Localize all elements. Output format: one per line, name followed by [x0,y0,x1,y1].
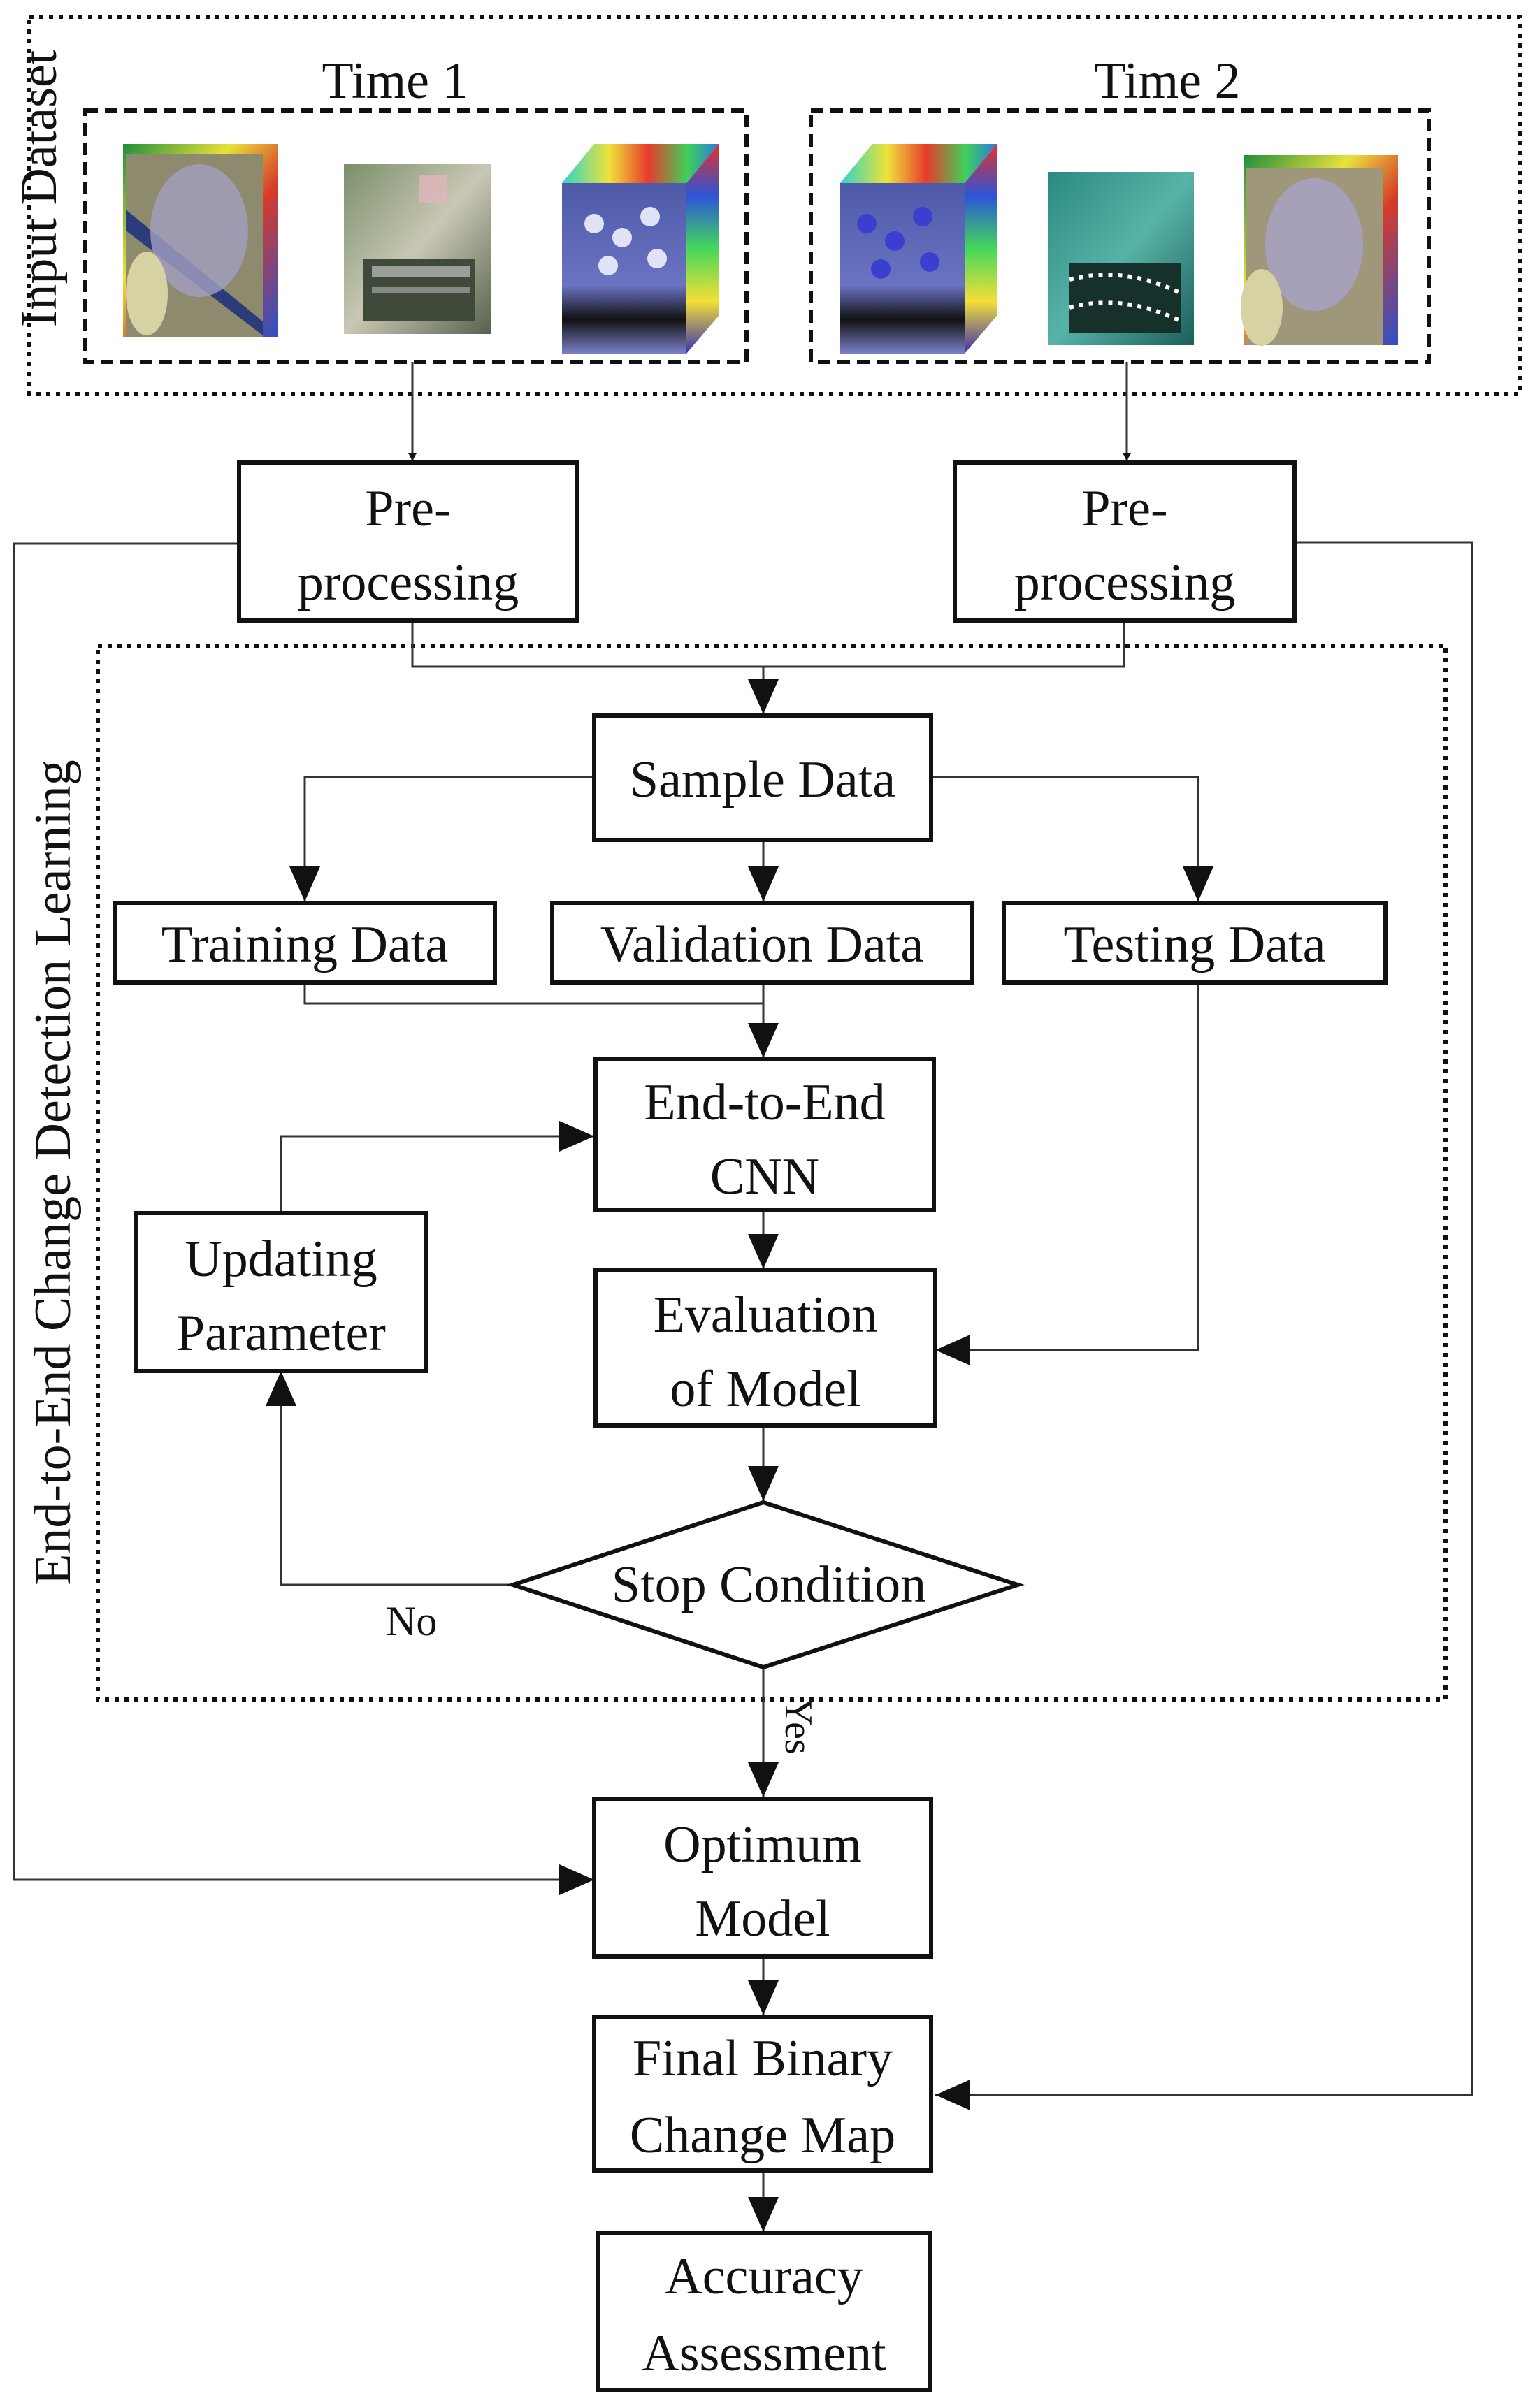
edge-pre1-merge [411,621,1125,668]
node-evaluation-of-model: Evaluation of Model [593,1268,937,1428]
edge-sample-training [289,776,594,901]
node-pre-processing-time1: Pre- processing [237,460,579,623]
svg-text:Evaluation: Evaluation [654,1286,878,1344]
node-final-binary-change-map: Final Binary Change Map [592,2015,933,2173]
node-sample-data: Sample Data [592,713,933,842]
time1-title: Time 1 [322,52,468,110]
input-dataset-group [27,15,1522,396]
svg-text:Sample Data: Sample Data [630,751,895,808]
learning-group [96,644,1448,1702]
time1-hyperspectral-cube [562,144,719,354]
time1-aerial-image [344,164,491,334]
svg-text:Stop Condition: Stop Condition [612,1556,926,1613]
node-testing-data: Testing Data [1002,901,1388,985]
svg-text:Pre-: Pre- [365,480,451,537]
edge-updating-cnn [280,1121,594,1212]
edge-training-cnn [303,982,763,1005]
svg-text:Optimum: Optimum [663,1816,862,1873]
time2-hyperspectral-cube [840,144,997,354]
svg-text:of Model: of Model [670,1361,860,1418]
svg-text:Parameter: Parameter [176,1305,386,1362]
svg-text:Testing Data: Testing Data [1064,916,1326,973]
svg-text:Accuracy: Accuracy [665,2248,863,2305]
time2-aerial-image [1048,172,1194,345]
svg-text:processing: processing [1014,554,1236,611]
input-dataset-label: Input Dataset [10,50,68,327]
svg-text:Validation Data: Validation Data [600,916,923,973]
node-pre-processing-time2: Pre- processing [953,460,1297,623]
edge-label-yes: Yes [777,1697,820,1754]
node-stop-condition: Stop Condition [506,1500,1025,1670]
svg-text:CNN: CNN [710,1148,819,1205]
edge-pre2-finalmap [935,541,1473,2110]
svg-text:Training Data: Training Data [161,916,448,973]
time2-frame [809,108,1431,364]
svg-text:Pre-: Pre- [1081,480,1167,537]
time1-multispectral-image [123,144,278,337]
edge-testing-evaluation [935,982,1199,1365]
time1-frame [83,108,749,364]
node-updating-parameter: Updating Parameter [134,1211,428,1373]
svg-text:Final Binary: Final Binary [633,2030,893,2087]
time2-title: Time 2 [1094,52,1240,110]
edge-pre1-optimum [13,542,594,1895]
svg-text:Change Map: Change Map [630,2107,895,2164]
svg-text:Model: Model [695,1890,830,1948]
svg-text:Assessment: Assessment [642,2325,886,2382]
edge-sample-testing [931,776,1213,901]
node-end-to-end-cnn: End-to-End CNN [593,1057,936,1212]
svg-text:processing: processing [298,554,519,611]
svg-text:Updating: Updating [185,1231,377,1288]
svg-text:End-to-End: End-to-End [644,1074,885,1131]
edge-label-no: No [386,1598,437,1644]
node-validation-data: Validation Data [550,901,974,985]
node-training-data: Training Data [113,901,497,985]
node-optimum-model: Optimum Model [592,1797,933,1959]
learning-group-label: End-to-End Change Detection Learning [24,760,82,1586]
node-accuracy-assessment: Accuracy Assessment [596,2231,932,2392]
edge-stop-updating [266,1371,513,1586]
time2-multispectral-image [1241,155,1398,346]
